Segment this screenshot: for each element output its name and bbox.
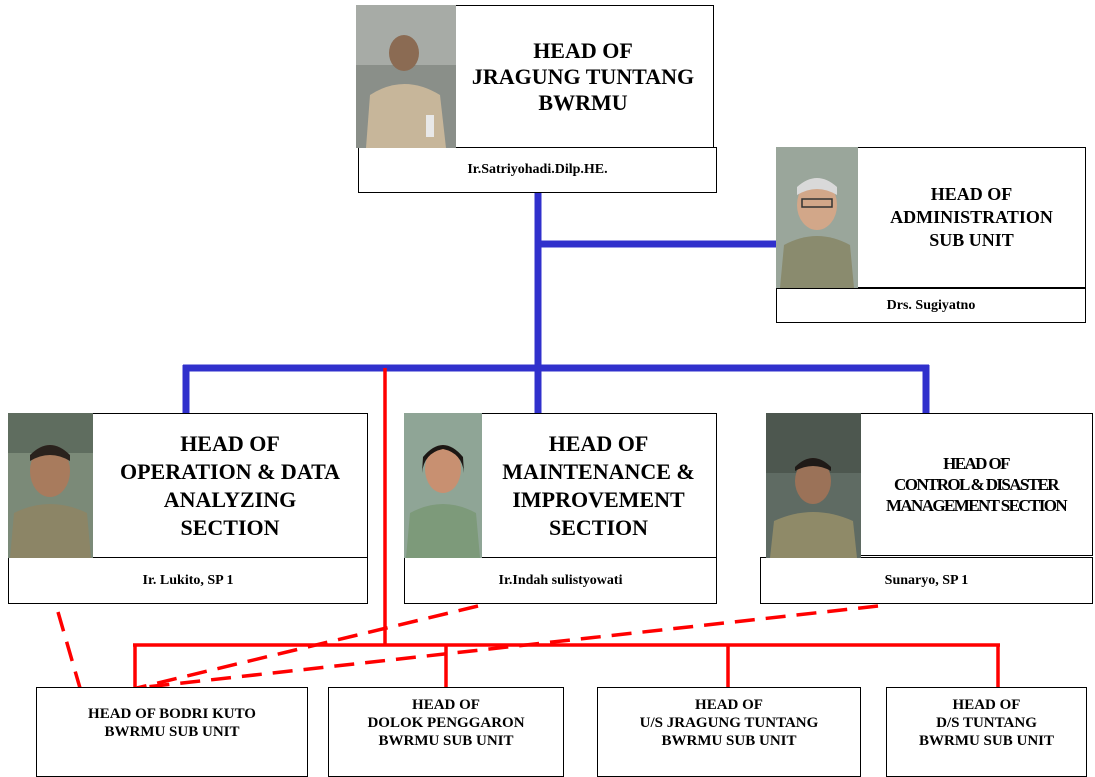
sub-unit-line: DOLOK PENGGARON	[367, 715, 525, 731]
head-title-line: JRAGUNG TUNTANG	[471, 63, 695, 89]
head-photo	[356, 5, 456, 148]
sub-unit-line: HEAD OF BODRI KUTO	[88, 706, 256, 722]
control-title-box: HEAD OF CONTROL & DISASTER MANAGEMENT SE…	[859, 413, 1093, 556]
sub-unit-line: D/S TUNTANG	[936, 715, 1037, 731]
maintenance-title-line: HEAD OF	[548, 430, 649, 456]
maintenance-title-line: SECTION	[548, 514, 649, 540]
operation-name: Ir. Lukito, SP 1	[142, 572, 234, 588]
dashed-line-operation	[56, 611, 82, 689]
sub-unit-line: HEAD OF	[952, 697, 1021, 713]
dashed-line-maintenance	[136, 604, 479, 690]
operation-title-line: OPERATION & DATA	[120, 458, 340, 484]
head-name-box: Ir.Satriyohadi.Dilp.HE.	[358, 147, 717, 193]
head-title-box: HEAD OF JRAGUNG TUNTANG BWRMU	[452, 5, 714, 148]
control-photo	[766, 413, 861, 558]
operation-name-box: Ir. Lukito, SP 1	[8, 557, 368, 604]
operation-photo	[8, 413, 93, 558]
control-title-line: HEAD OF	[943, 454, 1010, 473]
admin-title-box: HEAD OF ADMINISTRATION SUB UNIT	[857, 147, 1086, 288]
maintenance-photo	[404, 413, 482, 558]
structural-lines	[182, 193, 930, 413]
control-title-line: CONTROL & DISASTER	[894, 475, 1060, 494]
control-name-box: Sunaryo, SP 1	[760, 557, 1093, 604]
maintenance-title-line: MAINTENANCE &	[502, 458, 695, 484]
operation-title-box: HEAD OF OPERATION & DATA ANALYZING SECTI…	[92, 413, 368, 558]
admin-name: Drs. Sugiyatno	[886, 297, 976, 313]
operation-title-line: ANALYZING	[163, 486, 297, 512]
sub-unit-line: HEAD OF	[412, 697, 480, 713]
admin-name-box: Drs. Sugiyatno	[776, 288, 1086, 323]
head-title-line: HEAD OF	[533, 37, 633, 63]
sub-unit-line: HEAD OF	[695, 697, 763, 713]
control-name: Sunaryo, SP 1	[884, 572, 969, 588]
operation-title-line: HEAD OF	[180, 430, 280, 456]
maintenance-title-box: HEAD OF MAINTENANCE & IMPROVEMENT SECTIO…	[480, 413, 717, 558]
coordination-lines	[56, 368, 1000, 690]
sub-unit-box-bodri-kuto: HEAD OF BODRI KUTO BWRMU SUB UNIT	[36, 687, 308, 777]
operation-title-line: SECTION	[180, 514, 280, 540]
head-title-line: BWRMU	[538, 89, 628, 115]
sub-unit-box-us-jragung-tuntang: HEAD OF U/S JRAGUNG TUNTANG BWRMU SUB UN…	[597, 687, 861, 777]
head-name: Ir.Satriyohadi.Dilp.HE.	[467, 162, 608, 177]
admin-title-line: SUB UNIT	[929, 230, 1014, 250]
maintenance-title-line: IMPROVEMENT	[512, 486, 685, 512]
sub-unit-line: BWRMU SUB UNIT	[378, 733, 514, 749]
admin-title-line: HEAD OF	[930, 184, 1013, 204]
admin-title-line: ADMINISTRATION	[890, 207, 1053, 227]
dashed-line-control	[136, 604, 879, 690]
sub-unit-line: BWRMU SUB UNIT	[918, 733, 1054, 749]
sub-unit-line: BWRMU SUB UNIT	[661, 733, 797, 749]
maintenance-name: Ir.Indah sulistyowati	[498, 572, 623, 588]
control-title-line: MANAGEMENT SECTION	[885, 496, 1068, 515]
admin-photo	[776, 147, 858, 288]
sub-unit-line: U/S JRAGUNG TUNTANG	[639, 715, 819, 731]
sub-unit-box-dolok-penggaron: HEAD OF DOLOK PENGGARON BWRMU SUB UNIT	[328, 687, 564, 777]
sub-unit-line: BWRMU SUB UNIT	[104, 724, 240, 740]
sub-unit-box-ds-tuntang: HEAD OF D/S TUNTANG BWRMU SUB UNIT	[886, 687, 1087, 777]
maintenance-name-box: Ir.Indah sulistyowati	[404, 557, 717, 604]
